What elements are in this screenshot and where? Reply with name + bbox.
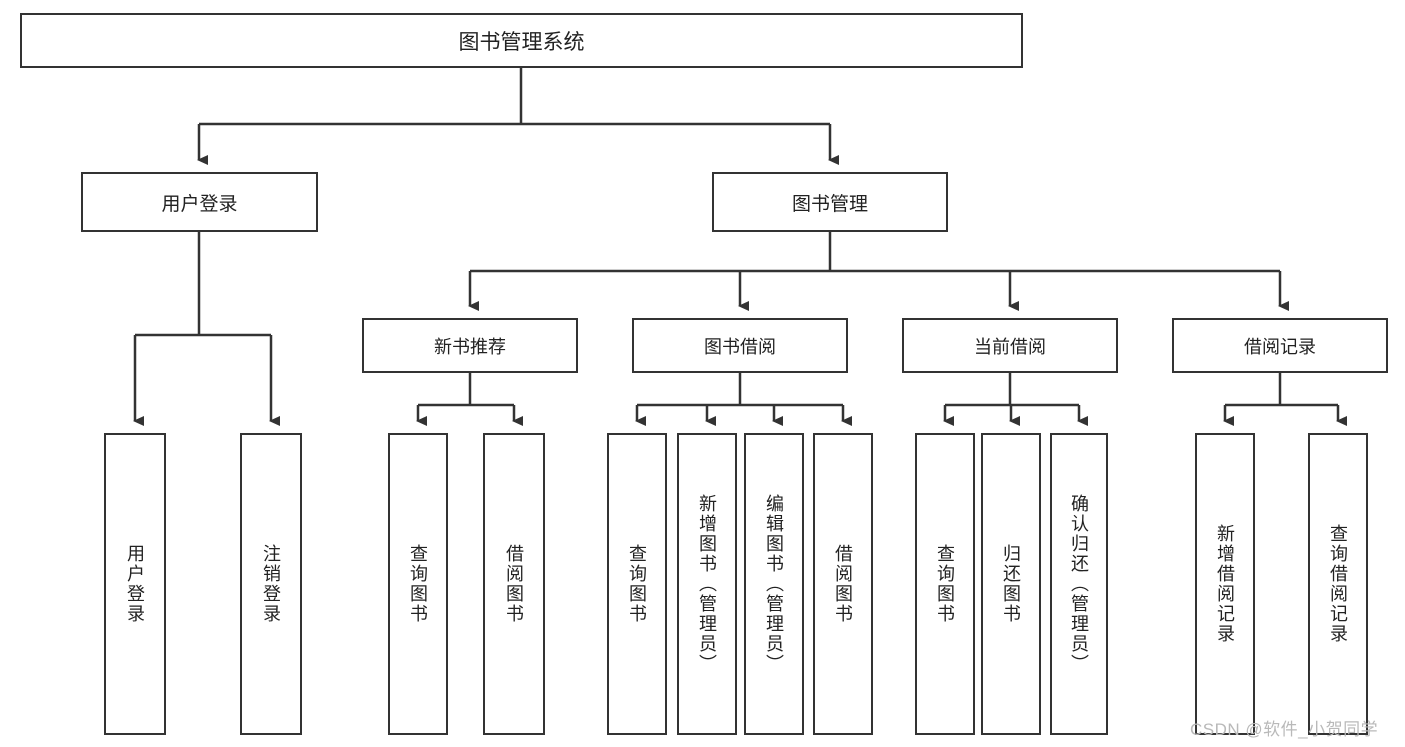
node-label: 注销登录 (261, 544, 281, 624)
node-label: 用户登录 (161, 193, 238, 215)
node-return-book[interactable]: 归还图书 (981, 433, 1041, 735)
node-user-login-leaf[interactable]: 用户登录 (104, 433, 166, 735)
node-new-book-rec[interactable]: 新书推荐 (362, 318, 578, 373)
csdn-watermark: CSDN @软件_小贺同学 (1190, 720, 1379, 739)
node-label: 查询借阅记录 (1328, 524, 1348, 644)
node-label: 确认归还（管理员） (1069, 494, 1089, 674)
node-label: 图书管理 (791, 193, 868, 215)
node-query-book-rec[interactable]: 查询图书 (388, 433, 448, 735)
node-label: 借阅图书 (504, 544, 524, 624)
node-edit-book-admin[interactable]: 编辑图书（管理员） (744, 433, 804, 735)
node-label: 归还图书 (1001, 544, 1021, 624)
node-label: 编辑图书（管理员） (764, 494, 784, 674)
node-label: 借阅图书 (833, 544, 853, 624)
node-label: 图书管理系统 (458, 30, 585, 54)
node-confirm-return-admin[interactable]: 确认归还（管理员） (1050, 433, 1108, 735)
node-query-borrow-record[interactable]: 查询借阅记录 (1308, 433, 1368, 735)
node-query-book-borrow[interactable]: 查询图书 (607, 433, 667, 735)
node-label: 当前借阅 (974, 336, 1046, 357)
node-label: 查询图书 (935, 544, 955, 624)
node-label: 借阅记录 (1244, 336, 1316, 357)
node-add-borrow-record[interactable]: 新增借阅记录 (1195, 433, 1255, 735)
node-logout-leaf[interactable]: 注销登录 (240, 433, 302, 735)
node-borrow-record[interactable]: 借阅记录 (1172, 318, 1388, 373)
node-query-book-current[interactable]: 查询图书 (915, 433, 975, 735)
node-add-book-admin[interactable]: 新增图书（管理员） (677, 433, 737, 735)
node-label: 新书推荐 (434, 336, 506, 357)
node-label: 新增借阅记录 (1215, 524, 1235, 644)
node-book-borrow[interactable]: 图书借阅 (632, 318, 848, 373)
node-title-box[interactable]: 图书管理系统 (20, 13, 1023, 68)
node-borrow-book[interactable]: 借阅图书 (813, 433, 873, 735)
node-label: 查询图书 (408, 544, 428, 624)
node-label: 图书借阅 (704, 336, 776, 357)
node-user-login[interactable]: 用户登录 (81, 172, 318, 232)
node-label: 新增图书（管理员） (697, 494, 717, 674)
node-current-borrow[interactable]: 当前借阅 (902, 318, 1118, 373)
node-borrow-book-rec[interactable]: 借阅图书 (483, 433, 545, 735)
node-book-manage[interactable]: 图书管理 (712, 172, 948, 232)
node-label: 查询图书 (627, 544, 647, 624)
node-label: 用户登录 (125, 544, 145, 624)
